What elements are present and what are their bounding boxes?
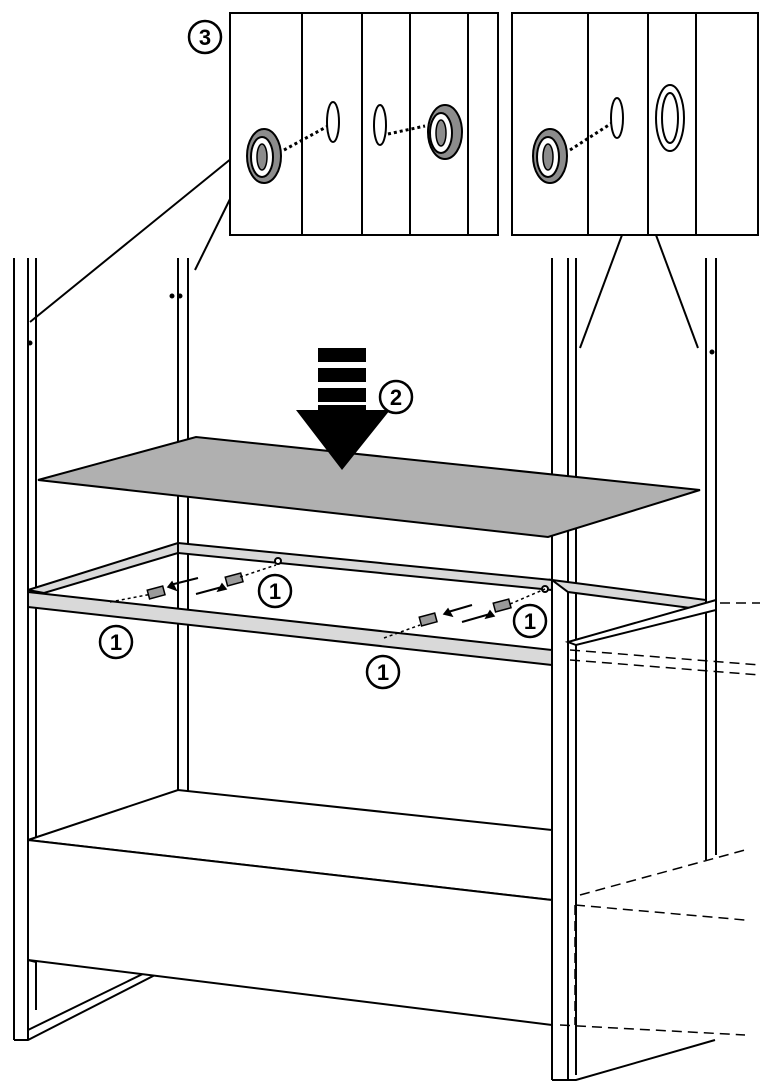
right-frame bbox=[551, 258, 717, 1081]
svg-text:1: 1 bbox=[110, 630, 122, 655]
plug-icon-left-2 bbox=[427, 104, 463, 160]
rail-frame bbox=[27, 541, 717, 667]
step-marker-1-right: 1 bbox=[512, 603, 548, 639]
svg-text:1: 1 bbox=[377, 660, 389, 685]
dowel-left-group bbox=[109, 564, 277, 603]
dashed-continuation bbox=[559, 602, 761, 1036]
bottom-panel bbox=[27, 788, 553, 1027]
svg-text:1: 1 bbox=[269, 579, 281, 604]
step-marker-1-bottom: 1 bbox=[365, 654, 401, 690]
plug-icon-left-1 bbox=[246, 128, 282, 184]
detail-inset-right bbox=[511, 12, 759, 349]
step-marker-1-center: 1 bbox=[257, 573, 293, 609]
svg-text:2: 2 bbox=[390, 385, 402, 410]
dowel-right-group bbox=[383, 588, 546, 639]
step-marker-3: 3 bbox=[187, 19, 223, 55]
svg-text:3: 3 bbox=[199, 25, 211, 50]
step-marker-2: 2 bbox=[378, 379, 414, 415]
shelf-panel bbox=[37, 435, 701, 539]
detail-inset-left bbox=[29, 12, 499, 323]
plug-icon-right bbox=[532, 128, 568, 184]
down-arrow-icon bbox=[296, 348, 390, 470]
svg-text:1: 1 bbox=[524, 609, 536, 634]
step-marker-1-left: 1 bbox=[98, 624, 134, 660]
